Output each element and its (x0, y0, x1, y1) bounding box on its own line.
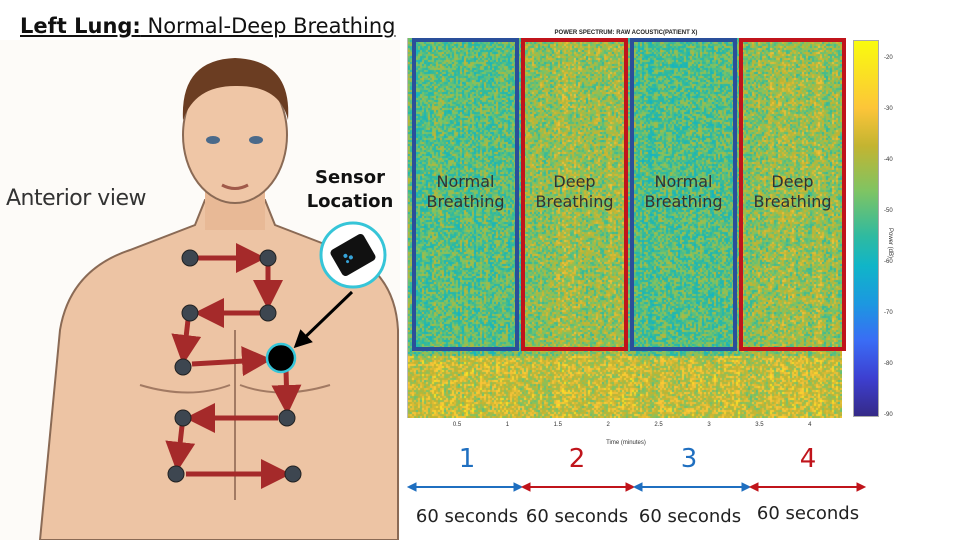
duration-arrow (634, 483, 750, 491)
x-tick-label: 3 (707, 422, 710, 428)
colorbar-tick-label: -40 (884, 157, 893, 163)
segment-duration: 60 seconds (416, 506, 518, 527)
segment-number: 2 (569, 444, 586, 474)
x-tick-label: 3.5 (755, 422, 763, 428)
segment-box-1: NormalBreathing (412, 38, 519, 351)
colorbar-tick-label: -30 (884, 106, 893, 112)
x-tick-label: 4 (808, 422, 811, 428)
colorbar-tick-label: -70 (884, 310, 893, 316)
segment-number: 3 (681, 444, 698, 474)
duration-arrow (408, 483, 522, 491)
x-tick-label: 1 (506, 422, 509, 428)
sensor-location-label: SensorLocation (300, 166, 400, 214)
colorbar-tick-label: -60 (884, 259, 893, 265)
anterior-body-illustration (0, 40, 400, 540)
colorbar-tick-label: -90 (884, 412, 893, 418)
sensor-label-line2: Location (300, 190, 400, 214)
y-axis-line (407, 38, 408, 418)
slide-title: Left Lung: Normal-Deep Breathing (20, 14, 395, 38)
segment-number: 4 (800, 444, 817, 474)
sensor-location-dot (267, 344, 295, 372)
duration-arrow (750, 483, 865, 491)
segment-box-2: DeepBreathing (521, 38, 628, 351)
timeline-arrows (400, 475, 880, 500)
x-tick-label: 2 (607, 422, 610, 428)
colorbar-tick-label: -50 (884, 208, 893, 214)
segment-box-4: DeepBreathing (739, 38, 846, 351)
x-tick-label: 1.5 (554, 422, 562, 428)
segment-duration: 60 seconds (639, 506, 741, 527)
x-tick-label: 2.5 (654, 422, 662, 428)
segment-number: 1 (459, 444, 476, 474)
colorbar-tick-label: -80 (884, 361, 893, 367)
anterior-view-label: Anterior view (6, 186, 146, 211)
title-bold: Left Lung: (20, 14, 141, 38)
colorbar-tick-label: -20 (884, 55, 893, 61)
title-rest: Normal-Deep Breathing (141, 14, 396, 38)
sensor-label-line1: Sensor (300, 166, 400, 190)
duration-arrow (522, 483, 634, 491)
x-tick-label: 0.5 (453, 422, 461, 428)
segment-box-3: NormalBreathing (630, 38, 737, 351)
colorbar (853, 40, 879, 417)
segment-duration: 60 seconds (526, 506, 628, 527)
segment-duration: 60 seconds (757, 503, 859, 524)
spectrogram-title: POWER SPECTRUM: RAW ACOUSTIC(PATIENT X) (408, 30, 844, 36)
colorbar-label: Power (dB) (887, 228, 893, 258)
